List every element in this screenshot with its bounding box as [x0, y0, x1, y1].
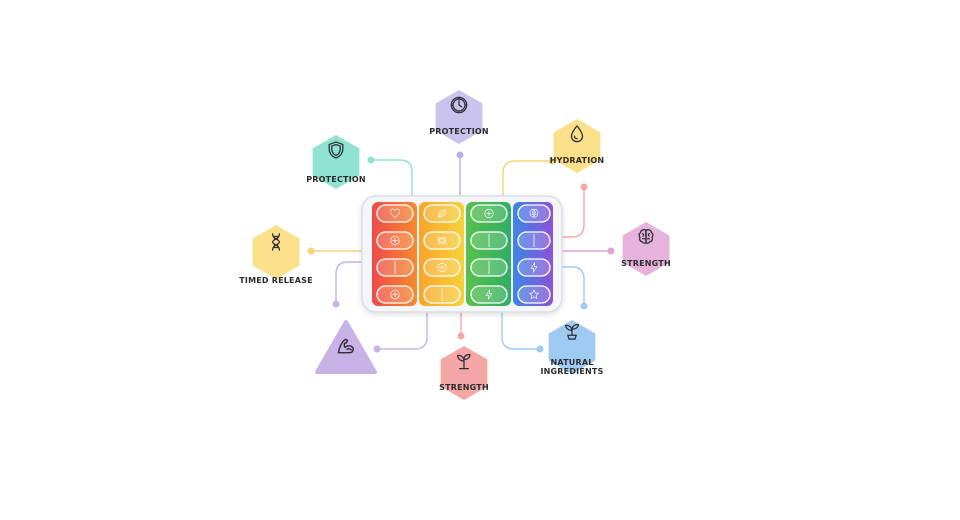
node-label: PROTECTION — [429, 127, 489, 136]
pill — [470, 231, 508, 250]
pill — [423, 231, 461, 250]
pill — [517, 204, 551, 223]
node-protection-left: PROTECTION — [306, 135, 366, 189]
connector-natural-a — [501, 312, 540, 350]
plant-icon — [564, 323, 580, 340]
pill-organizer — [361, 195, 563, 313]
pill — [376, 204, 414, 223]
hexagon-badge — [435, 90, 483, 144]
hexagon-badge — [312, 135, 360, 189]
star-icon — [529, 289, 539, 299]
plus-icon — [484, 208, 494, 219]
node-strength-right: STRENGTH — [621, 222, 671, 276]
column-red-orange — [372, 202, 417, 306]
dna-icon — [271, 233, 281, 251]
node-label: STRENGTH — [621, 259, 671, 268]
bolt-icon — [530, 262, 538, 273]
connector-hydration-b — [556, 187, 585, 238]
connector-dot — [367, 156, 375, 164]
atom-icon — [437, 237, 447, 244]
clock-icon — [450, 96, 468, 114]
water-drop-icon — [570, 125, 584, 143]
brain-icon — [638, 229, 654, 244]
shield-icon — [328, 141, 344, 159]
node-label: INGREDIENTS — [540, 367, 603, 376]
pill-capsule — [423, 231, 461, 250]
plus-icon — [390, 289, 400, 300]
pill — [470, 204, 508, 223]
hexagon-badge — [252, 225, 300, 279]
pill-capsule — [517, 258, 551, 277]
heart-icon — [390, 208, 400, 218]
connector-muscle-a — [335, 261, 362, 304]
connector-dot — [536, 345, 544, 353]
pill — [517, 285, 551, 304]
node-muscle — [315, 320, 377, 374]
connector-dot — [456, 151, 464, 159]
pill — [423, 285, 461, 304]
connector-lines — [307, 151, 615, 353]
hexagon-badge — [622, 222, 670, 276]
plus-icon — [390, 235, 400, 246]
hexagon-badge — [548, 320, 596, 374]
node-label: STRENGTH — [439, 383, 489, 392]
pill — [517, 231, 551, 250]
connector-dot — [607, 247, 615, 255]
connector-dot — [580, 302, 588, 310]
connector-dot — [373, 345, 381, 353]
node-hydration: HYDRATION — [550, 119, 605, 173]
node-label: TIMED RELEASE — [239, 276, 313, 285]
column-blue-purple — [513, 202, 553, 306]
pill — [376, 231, 414, 250]
connector-hydration-a — [502, 160, 552, 197]
pill-capsule — [470, 285, 508, 304]
plus-icon — [437, 262, 447, 273]
pill-capsule — [376, 204, 414, 223]
column-green — [466, 202, 511, 306]
pill — [423, 204, 461, 223]
leaf-icon — [438, 209, 447, 218]
pill — [517, 258, 551, 277]
connector-protection-left — [371, 159, 413, 197]
pill-capsule — [517, 285, 551, 304]
pill — [423, 258, 461, 277]
node-label: PROTECTION — [306, 175, 366, 184]
hexagon-badge — [440, 346, 488, 400]
pill — [470, 285, 508, 304]
connector-dot — [332, 300, 340, 308]
brain-icon — [529, 208, 539, 218]
node-label: NATURAL — [550, 358, 593, 367]
connector-dot — [307, 247, 315, 255]
flexed-arm-icon — [337, 338, 354, 354]
bolt-icon — [485, 289, 493, 300]
node-timed-release: TIMED RELEASE — [239, 225, 313, 285]
node-label: HYDRATION — [550, 156, 605, 165]
node-strength-bottom: STRENGTH — [439, 346, 489, 400]
hexagon-badge — [553, 119, 601, 173]
connector-dot — [457, 332, 465, 340]
node-layer: PROTECTION PROTECTION HYDRATION TIMED RELEA… — [239, 90, 671, 400]
sprout-icon — [456, 353, 471, 370]
node-protection-top: PROTECTION — [429, 90, 489, 144]
connector-natural-b — [556, 266, 585, 306]
connector-muscle-b — [377, 312, 428, 350]
column-orange-yellow — [419, 202, 464, 306]
pill — [470, 258, 508, 277]
pill — [376, 285, 414, 304]
pill-grid — [376, 204, 551, 304]
connector-dot — [580, 183, 588, 191]
pill — [376, 258, 414, 277]
